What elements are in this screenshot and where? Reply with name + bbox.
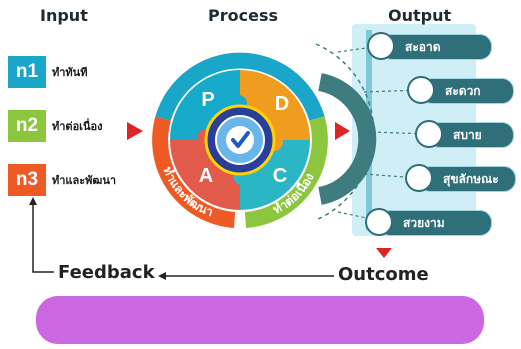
outcome-label: Outcome — [338, 264, 429, 285]
connector-1 — [337, 45, 381, 53]
output-label: สะอาด — [405, 39, 441, 54]
input-label: ทำและพัฒนา — [52, 174, 117, 187]
input-label: ทำต่อเนื่อง — [52, 120, 103, 133]
output-bullet — [405, 164, 433, 192]
segment-top — [155, 52, 325, 121]
arrow-feedback-to-input — [32, 205, 54, 273]
input-label: ทำทันที — [52, 66, 88, 79]
feedback-label: Feedback — [58, 262, 155, 283]
checkmark-icon — [231, 131, 250, 148]
output-label: สะดวก — [445, 83, 481, 98]
header-process: Process — [208, 6, 278, 25]
input-row-3: n3 ทำและพัฒนา — [8, 164, 116, 196]
arrow-input-to-process — [127, 122, 143, 140]
input-row-2: n2 ทำต่อเนื่อง — [8, 110, 102, 142]
arrow-process-to-output — [335, 122, 350, 140]
arrowhead-feedback — [158, 272, 166, 280]
input-row-1: n1 ทำทันที — [8, 56, 87, 88]
output-item-3: สบาย — [415, 120, 514, 148]
segment-left — [152, 116, 236, 228]
output-bullet — [365, 208, 393, 236]
output-item-4: สุขลักษณะ — [405, 164, 516, 192]
footer-bar — [36, 296, 484, 344]
input-code-box: n1 — [8, 56, 46, 88]
letter-d: D — [275, 93, 289, 115]
letter-p: P — [201, 89, 214, 111]
input-code-box: n2 — [8, 110, 46, 142]
output-item-2: สะดวก — [407, 76, 514, 104]
output-bullet — [415, 120, 443, 148]
output-label: สวยงาม — [403, 215, 445, 230]
header-output: Output — [388, 6, 452, 25]
output-semicircle — [318, 73, 377, 205]
output-bullet — [367, 32, 395, 60]
letter-a: A — [199, 165, 213, 187]
arc-label-top: ทำทันที — [211, 25, 261, 45]
output-label: สุขลักษณะ — [443, 171, 499, 186]
output-label: สบาย — [453, 127, 482, 142]
output-item-5: สวยงาม — [365, 208, 492, 236]
arrowhead-input — [29, 197, 37, 205]
letter-c: C — [273, 165, 287, 187]
output-item-1: สะอาด — [367, 32, 492, 60]
output-bullet — [407, 76, 435, 104]
header-input: Input — [40, 6, 88, 25]
arrow-output-to-outcome — [376, 248, 392, 258]
segment-right — [244, 116, 328, 228]
input-code-box: n3 — [8, 164, 46, 196]
checkmark-circle — [226, 126, 254, 154]
